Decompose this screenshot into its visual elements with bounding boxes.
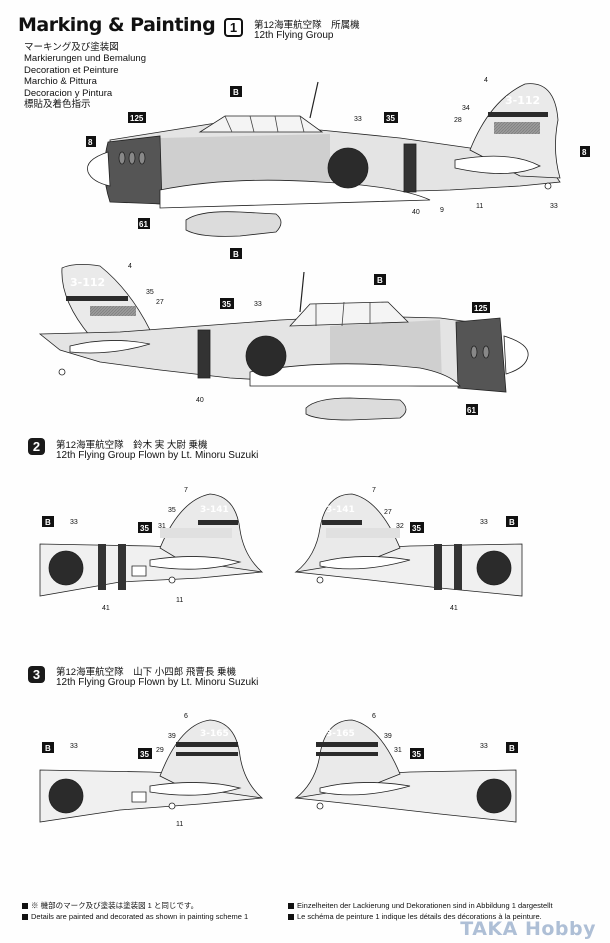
callout: 33 <box>70 743 78 750</box>
code-125: 125 <box>130 114 144 123</box>
callout: 35 <box>146 289 154 296</box>
section-2-jp: 第12海軍航空隊 鈴木 実 大尉 乗機 <box>56 440 208 451</box>
code-125-2: 125 <box>474 304 488 313</box>
code-b-4: B <box>45 518 51 527</box>
tail-code-1b: 3-112 <box>70 276 105 289</box>
subtitle-list: マーキング及び塗装図 Markierungen und Bemalung Dec… <box>24 42 146 110</box>
code-b-3: B <box>377 276 383 285</box>
tail-code-3b: 3-165 <box>326 729 355 739</box>
code-b-2: B <box>233 250 239 259</box>
callout: 33 <box>480 743 488 750</box>
section-1-badge: 1 <box>224 18 243 37</box>
callout: 7 <box>184 487 188 494</box>
callout: 35 <box>168 507 176 514</box>
aircraft-2-left-tail <box>39 493 264 597</box>
subtitle-fr: Decoration et Peinture <box>24 64 119 76</box>
footer-en: Details are painted and decorated as sho… <box>22 911 248 922</box>
callout: 6 <box>184 713 188 720</box>
code-b-7: B <box>509 744 515 753</box>
footer-jp: ※ 機部のマーク及び塗装は塗装図 1 と同じです。 <box>22 900 198 911</box>
aircraft-2-right-tail <box>294 493 523 597</box>
section-3-jp: 第12海軍航空隊 山下 小四郎 飛曹長 乗機 <box>56 667 236 678</box>
callout: 31 <box>158 523 166 530</box>
callout: 6 <box>372 713 376 720</box>
tail-code-3a: 3-165 <box>200 729 229 739</box>
callout: 39 <box>168 733 176 740</box>
callout: 34 <box>462 105 470 112</box>
watermark: TAKA Hobby <box>460 918 596 940</box>
callout: 27 <box>156 299 164 306</box>
callout: 33 <box>254 301 262 308</box>
section-1-jp: 第12海軍航空隊 所属機 <box>254 20 360 31</box>
code-8b: 8 <box>582 148 587 157</box>
subtitle-es: Decoracion y Pintura <box>24 87 113 99</box>
callout: 39 <box>384 733 392 740</box>
callout: 33 <box>480 519 488 526</box>
page-title: Marking & Painting <box>18 14 216 36</box>
code-35-3: 35 <box>140 524 149 533</box>
callout: 9 <box>440 207 444 214</box>
aircraft-3-right-tail <box>294 719 517 823</box>
tail-code-2a: 3-141 <box>200 505 229 515</box>
callout: 33 <box>550 203 558 210</box>
callout: 4 <box>128 263 132 270</box>
section-2-badge: 2 <box>28 438 45 455</box>
code-61: 61 <box>139 220 148 229</box>
aircraft-1-left-view <box>87 81 561 237</box>
callout: 41 <box>450 605 458 612</box>
code-35-4: 35 <box>412 524 421 533</box>
callout: 11 <box>176 597 183 604</box>
callout: 11 <box>176 821 183 828</box>
subtitle-de: Markierungen und Bemalung <box>24 53 146 65</box>
section-1-en: 12th Flying Group <box>254 30 334 41</box>
tail-code-1: 3-112 <box>505 94 540 107</box>
subtitle-jp: マーキング及び塗装図 <box>24 42 119 53</box>
callout: 29 <box>156 747 164 754</box>
section-2-en: 12th Flying Group Flown by Lt. Minoru Su… <box>56 450 259 461</box>
code-b: B <box>233 88 239 97</box>
callout: 40 <box>196 397 204 404</box>
code-8: 8 <box>88 138 93 147</box>
code-35: 35 <box>386 114 395 123</box>
callout: 31 <box>394 747 402 754</box>
callout: 33 <box>70 519 78 526</box>
color-code-boxes: B 125 35 8 8 61 B B 35 125 61 B 35 B 35 … <box>42 86 590 759</box>
callout: 41 <box>102 605 110 612</box>
aircraft-1-right-view <box>38 264 529 421</box>
footer-de: Einzelheiten der Lackierung und Dekorati… <box>288 900 553 911</box>
callout: 11 <box>476 203 483 210</box>
callout: 32 <box>396 523 404 530</box>
callout: 27 <box>384 509 392 516</box>
tail-code-2b: 3-141 <box>326 505 355 515</box>
subtitle-it: Marchio & Pittura <box>24 76 97 88</box>
section-3-en: 12th Flying Group Flown by Lt. Minoru Su… <box>56 677 259 688</box>
footer-fr: Le schéma de peinture 1 indique les déta… <box>288 911 542 922</box>
callout: 40 <box>412 209 420 216</box>
aircraft-3-left-tail <box>39 719 264 823</box>
section-3-badge: 3 <box>28 666 45 683</box>
code-35-6: 35 <box>412 750 421 759</box>
callout-numbers: 4 34 28 33 40 9 11 33 4 35 27 33 40 7 35… <box>70 77 558 828</box>
code-b-5: B <box>509 518 515 527</box>
code-b-6: B <box>45 744 51 753</box>
code-61-2: 61 <box>467 406 476 415</box>
code-35-5: 35 <box>140 750 149 759</box>
code-35-2: 35 <box>222 300 231 309</box>
callout: 33 <box>354 116 362 123</box>
callout: 28 <box>454 117 462 124</box>
callout: 4 <box>484 77 488 84</box>
subtitle-cn: 標貼及着色指示 <box>24 99 91 111</box>
callout: 7 <box>372 487 376 494</box>
